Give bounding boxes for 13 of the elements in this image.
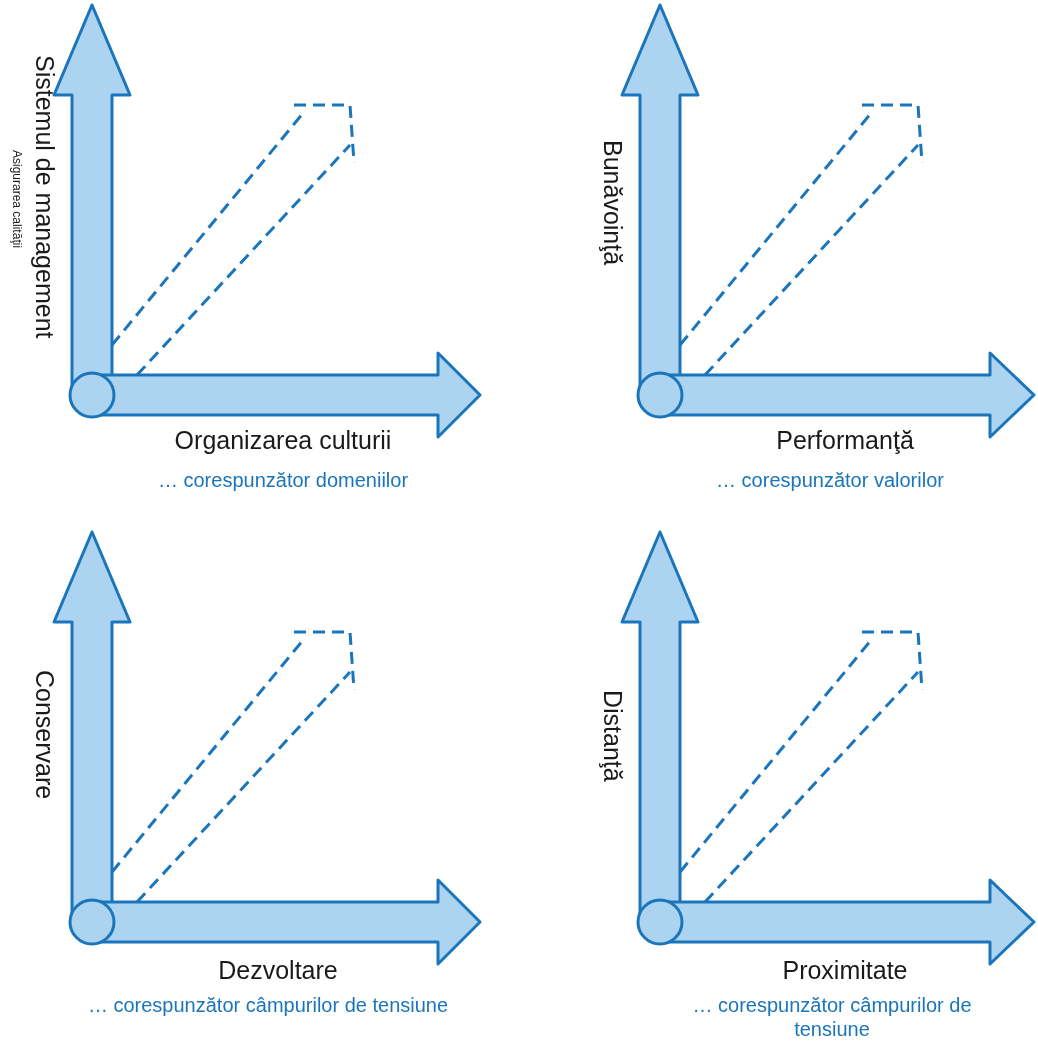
caption: … corespunzător câmpurilor de tensiune <box>691 993 973 1041</box>
axis-label: Conservare <box>30 670 60 800</box>
axis-label: Performanţă <box>775 425 915 455</box>
axis-label: Distanţă <box>598 690 628 782</box>
axis-sublabel: Asigurarea calităţii <box>10 150 25 249</box>
axis-label: Bunăvoinţă <box>598 140 628 266</box>
axis-label: Organizarea culturii <box>173 425 393 455</box>
caption: … corespunzător domeniilor <box>156 468 410 492</box>
axis-label: Proximitate <box>781 955 909 985</box>
caption: … corespunzător câmpurilor de tensiune <box>86 993 450 1017</box>
caption: … corespunzător valorilor <box>715 468 945 492</box>
axis-label: Dezvoltare <box>217 955 339 985</box>
axis-label: Sistemul de management <box>30 55 60 339</box>
